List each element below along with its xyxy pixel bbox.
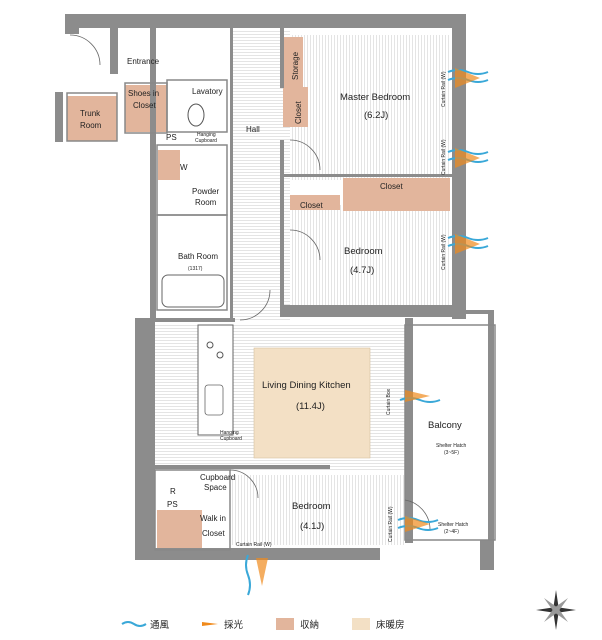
bath-room-label: Bath Room	[178, 252, 218, 261]
legend: 通風 採光 収納 床暖房	[121, 618, 405, 631]
hanging-cupboard-label-2: Cupboard	[195, 138, 217, 144]
walk-in-closet-label-1: Walk in	[200, 514, 226, 523]
ps-label-top: PS	[166, 133, 177, 142]
cupboard-space-label-1: Cupboard	[200, 473, 235, 482]
legend-floor-heating: 床暖房	[376, 619, 405, 631]
closet-right-label: Closet	[380, 182, 403, 191]
legend-storage: 収納	[300, 619, 319, 631]
shelter-hatch-1-label: Shelter Hatch	[436, 443, 467, 449]
stove-burner-2	[216, 351, 224, 359]
walk-in-closet-label-2: Closet	[202, 529, 225, 538]
trunk-room-label-1: Trunk	[80, 109, 101, 118]
ventilation-icon	[121, 621, 147, 627]
shoes-closet-label-2: Closet	[133, 101, 156, 110]
ldk-size: (11.4J)	[296, 401, 325, 412]
storage-areas	[67, 37, 450, 555]
trunk-room-label-2: Room	[80, 121, 102, 130]
toilet	[187, 103, 205, 127]
daylight-icon	[202, 622, 218, 626]
master-bedroom-label: Master Bedroom	[340, 92, 410, 103]
shelter-hatch-2-label: Shelter Hatch	[438, 522, 469, 528]
shelter-hatch-2-size: (2~4F)	[444, 529, 459, 535]
curtain-rail-w-1: Curtain Rail (W)	[441, 71, 447, 107]
refrigerator-mark: R	[170, 487, 176, 496]
curtain-box-label: Curtain Box	[386, 388, 392, 415]
hall-label: Hall	[246, 125, 260, 134]
balcony-label: Balcony	[428, 420, 462, 431]
powder-room-label-2: Room	[195, 198, 217, 207]
floor-heating-swatch	[352, 618, 370, 630]
stove-burner-1	[206, 341, 214, 349]
lavatory-label: Lavatory	[192, 87, 223, 96]
powder-room-label-1: Powder	[192, 187, 219, 196]
hanging-cupboard-kitchen-2: Cupboard	[220, 436, 242, 442]
ldk-label: Living Dining Kitchen	[262, 380, 351, 391]
bedroom-3-floor	[230, 475, 405, 545]
legend-ventilation: 通風	[150, 620, 170, 631]
bedroom-2-label: Bedroom	[344, 246, 383, 257]
washer-mark: W	[180, 163, 188, 172]
entrance-label: Entrance	[127, 57, 160, 66]
bathtub	[161, 274, 225, 308]
shoes-closet-label-1: Shoes in	[128, 89, 159, 98]
bath-room-size: (1317)	[188, 266, 203, 272]
bedroom-2-floor	[290, 205, 450, 310]
airflow-markers	[245, 68, 489, 596]
kitchen-sink	[204, 384, 224, 416]
curtain-rail-w-5: Curtain Rail (W)	[236, 542, 272, 548]
bedroom-3-size: (4.1J)	[300, 521, 324, 532]
legend-daylight: 採光	[224, 619, 244, 631]
closet-master-label: Closet	[294, 101, 303, 124]
ps-label-bottom: PS	[167, 500, 178, 509]
floor-heating-area	[253, 347, 371, 459]
curtain-rail-w-2: Curtain Rail (W)	[441, 139, 447, 175]
bedroom-2-size: (4.7J)	[350, 265, 374, 276]
shelter-hatch-1-size: (3~5F)	[444, 450, 459, 456]
curtain-rail-w-3: Curtain Rail (W)	[441, 234, 447, 270]
kitchen-counter	[197, 324, 234, 436]
master-bedroom-size: (6.2J)	[364, 110, 388, 121]
storage-swatch	[276, 618, 294, 630]
storage-label: Storage	[291, 51, 300, 80]
hanging-cupboard-label-1: Hanging	[197, 132, 216, 138]
cupboard-space-label-2: Space	[204, 483, 227, 492]
interior-walls	[66, 79, 496, 551]
compass-rose-icon	[536, 590, 576, 630]
curtain-rail-w-4: Curtain Rail (W)	[388, 506, 394, 542]
master-bedroom-floor	[290, 35, 450, 180]
doors	[69, 34, 431, 531]
bedroom-3-label: Bedroom	[292, 501, 331, 512]
hanging-cupboard-kitchen-1: Hanging	[220, 430, 239, 436]
closet-left-label: Closet	[300, 201, 323, 210]
